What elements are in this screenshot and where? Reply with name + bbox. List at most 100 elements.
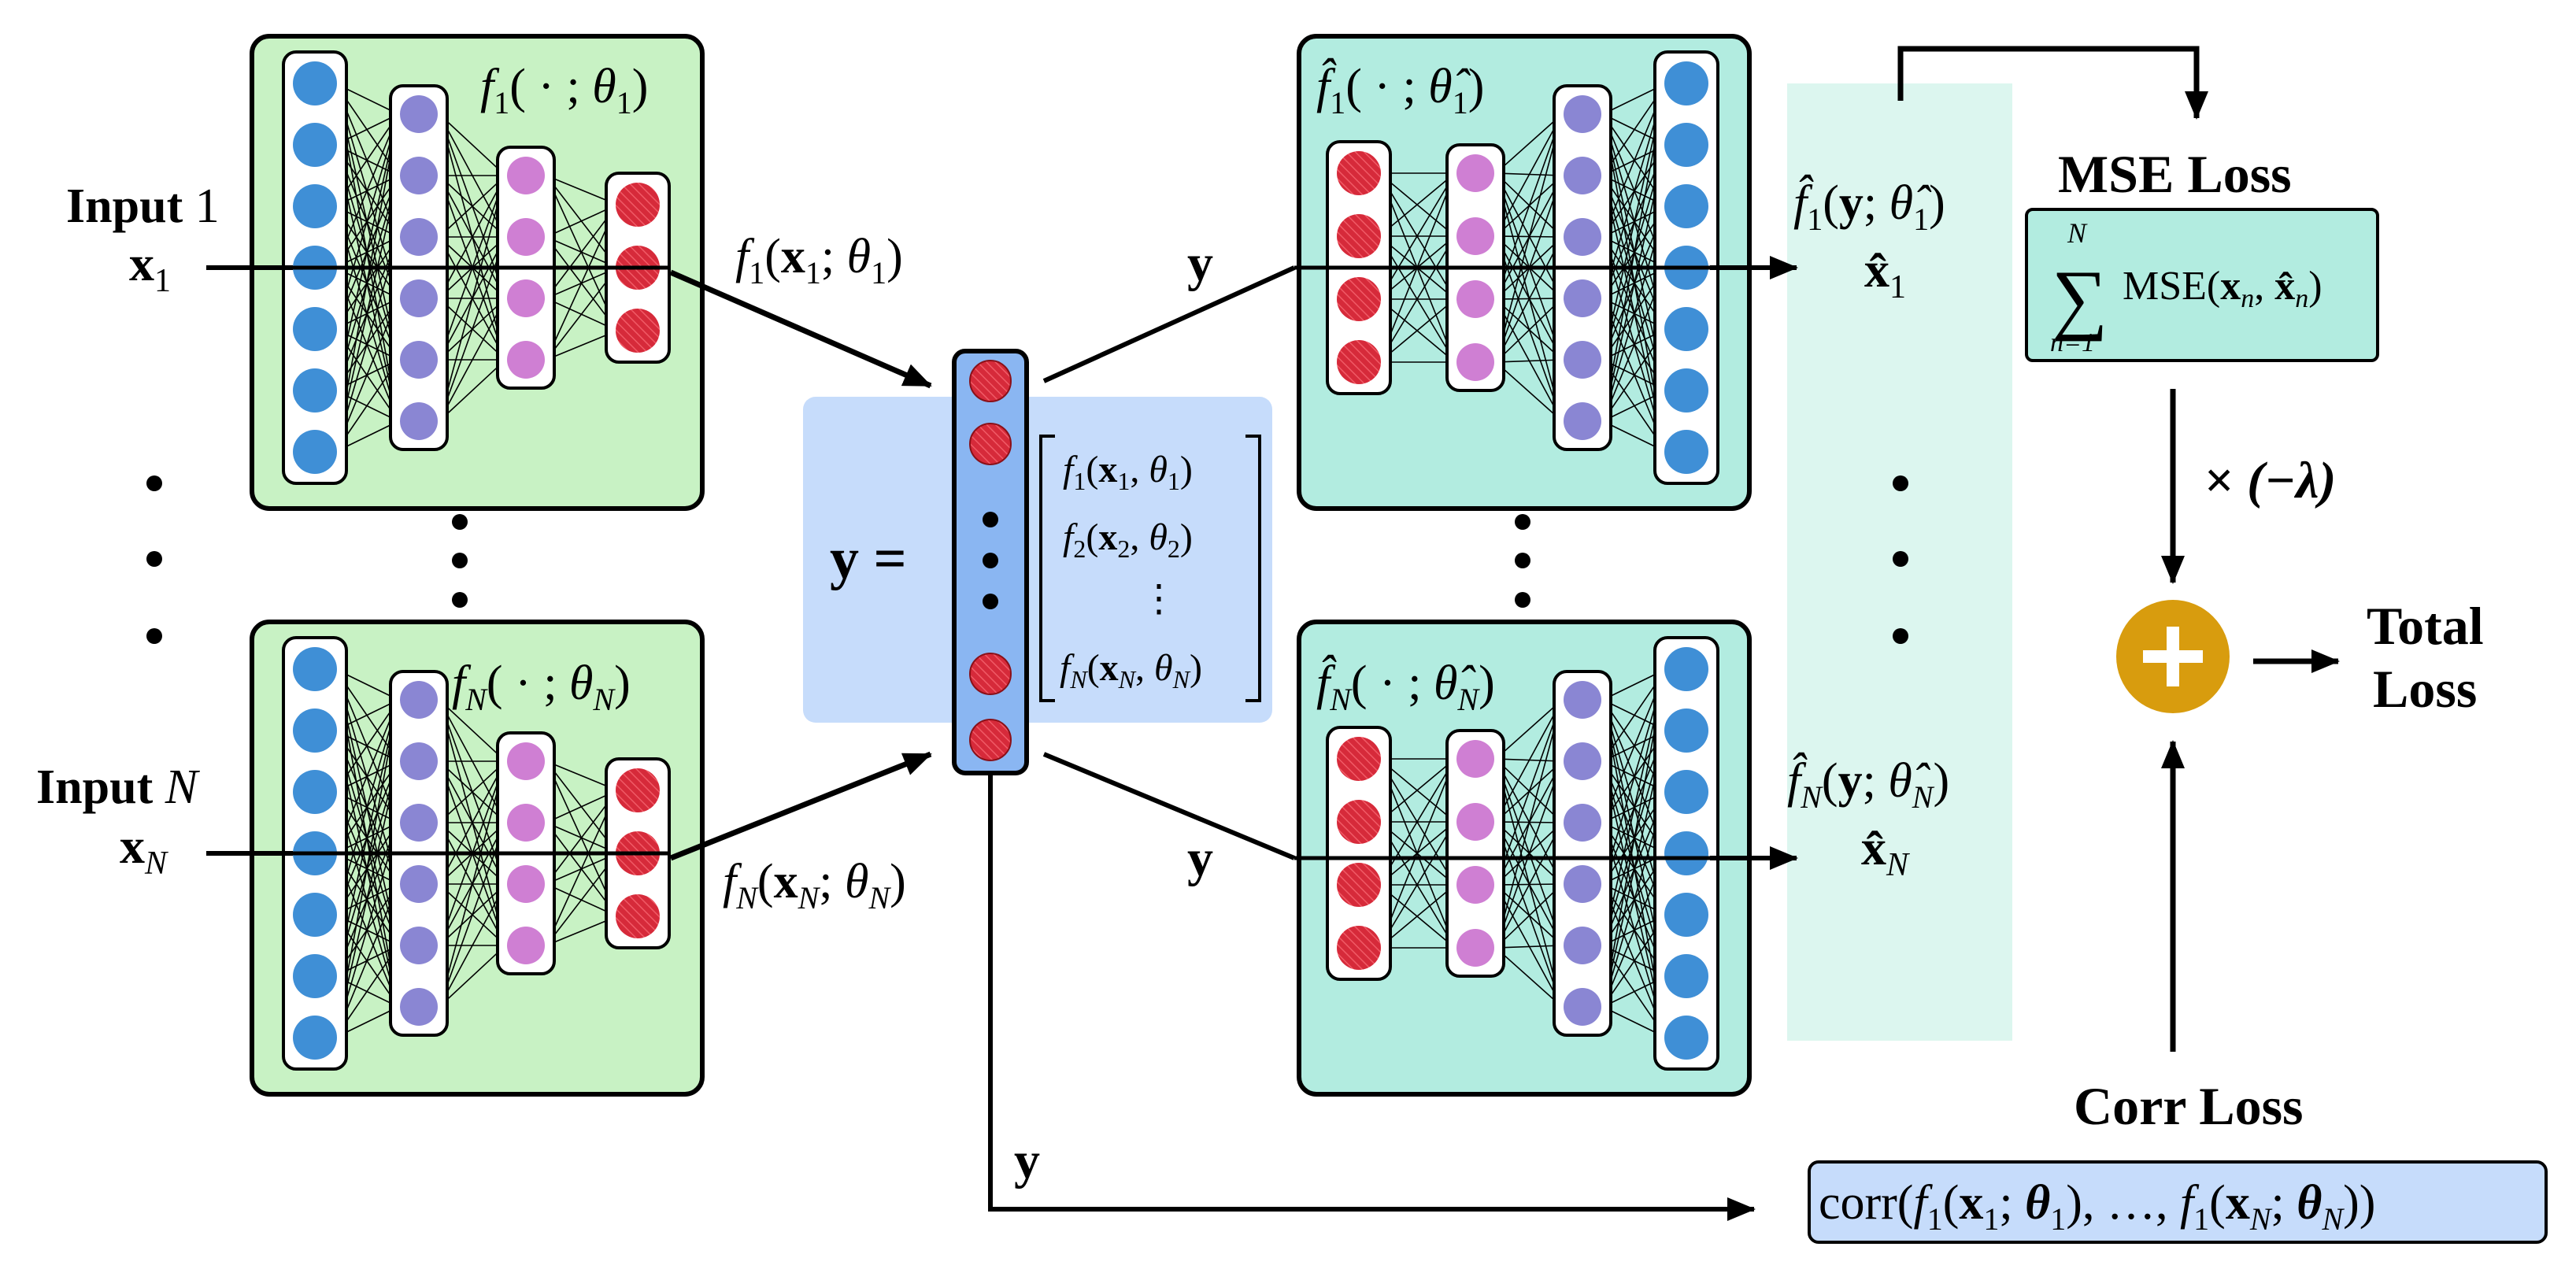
layer-column: [1326, 726, 1392, 981]
neuron-node: [1664, 770, 1708, 814]
neuron-node: [293, 368, 337, 413]
neuron-node: [400, 279, 438, 317]
neuron-node: [293, 1016, 337, 1060]
neuron-node: [1337, 863, 1381, 907]
decoder-1-network: [1326, 50, 1719, 485]
mse-box: [2025, 208, 2379, 362]
neuron-node: [1664, 893, 1708, 937]
corr-title: Corr Loss: [2074, 1076, 2304, 1136]
neuron-node: [400, 927, 438, 964]
neuron-node: [400, 865, 438, 903]
svg-text:y: y: [1187, 830, 1213, 887]
neuron-node: [616, 768, 660, 812]
neuron-node: [1456, 280, 1494, 318]
latent-nodes: [969, 360, 1012, 761]
encoder-n-output-arrow: fN(xN; θN): [669, 751, 932, 916]
decoder-n-network: [1326, 636, 1719, 1071]
neuron-node: [400, 95, 438, 133]
neuron-node: [293, 770, 337, 814]
neuron-node: [293, 430, 337, 474]
reconstruction-panel: f̂1(y; θ̂1) x̂1 f̂N(y; θ̂N) x̂N: [1710, 83, 2012, 1041]
latent-to-decoder-n: y: [1042, 752, 1296, 887]
neuron-node: [507, 279, 545, 317]
mse-title: MSE Loss: [2058, 144, 2292, 204]
neuron-node: [507, 804, 545, 842]
encoder-1-output-label: f1(x1; θ1): [735, 230, 903, 290]
neuron-node: [1664, 708, 1708, 753]
neuron-node: [400, 742, 438, 780]
svg-text:y: y: [1187, 235, 1213, 292]
input-1-var: x1: [129, 235, 171, 299]
encoder-ellipsis: [452, 514, 468, 608]
corr-expr: corr(f1(x1; θ1), …, f1(xN; θN)): [1819, 1176, 2375, 1237]
neuron-node: [616, 309, 660, 353]
encoder-n-label: fN( · ; θN): [452, 657, 631, 717]
svg-text:n=1: n=1: [2050, 328, 2095, 357]
svg-text:∑: ∑: [2052, 254, 2108, 342]
layer-column: [1553, 670, 1612, 1037]
neuron-node: [1564, 341, 1601, 379]
neuron-node: [1664, 954, 1708, 998]
neuron-node: [1664, 430, 1708, 474]
neuron-node: [1337, 214, 1381, 258]
reconstruction-1-fn: f̂1(y; θ̂1): [1793, 175, 1945, 237]
neuron-node: [1564, 95, 1601, 133]
svg-text:y: y: [1014, 1132, 1040, 1189]
neuron-node: [1456, 740, 1494, 778]
neuron-node: [616, 894, 660, 938]
input-ellipsis: [146, 475, 162, 644]
neuron-node: [293, 307, 337, 351]
reconstruction-1-xhat: x̂1: [1864, 242, 1906, 305]
neuron-node: [1337, 926, 1381, 970]
encoder-block-1: f1( · ; θ1): [250, 34, 705, 511]
encoder-n-output-label: fN(xN; θN): [723, 855, 906, 916]
neuron-node: [293, 123, 337, 167]
neuron-node: [1456, 929, 1494, 967]
neuron-node: [1337, 340, 1381, 384]
neuron-node: [507, 742, 545, 780]
neuron-node: [507, 157, 545, 194]
neuron-node: [1337, 737, 1381, 781]
corr-loss: Corr Loss corr(f1(x1; θ1), …, f1(xN; θN)…: [1808, 1076, 2548, 1244]
neuron-node: [1664, 831, 1708, 875]
neuron-node: [293, 708, 337, 753]
neuron-node: [1564, 218, 1601, 256]
sum-node: [2116, 600, 2230, 713]
input-n-var: xN: [120, 818, 168, 882]
neuron-node: [293, 954, 337, 998]
neuron-node: [616, 183, 660, 227]
neuron-node: [293, 647, 337, 691]
neuron-node: [1456, 343, 1494, 381]
neuron-node: [1337, 800, 1381, 844]
input-n: Input N xN: [36, 760, 293, 882]
neuron-node: [507, 865, 545, 903]
neuron-node: [1456, 217, 1494, 255]
neuron-node: [400, 218, 438, 256]
neuron-node: [1564, 927, 1601, 964]
latent-to-corr-path: y: [988, 773, 1756, 1221]
neuron-node: [1337, 277, 1381, 321]
layer-column: [1445, 729, 1505, 978]
neuron-node: [400, 804, 438, 842]
neuron-node: [400, 988, 438, 1026]
encoder-1-label: f1( · ; θ1): [480, 60, 648, 120]
neuron-node: [1664, 368, 1708, 413]
neuron-node: [507, 218, 545, 256]
neuron-node: [1456, 803, 1494, 841]
neuron-node: [400, 402, 438, 440]
neuron-node: [1664, 61, 1708, 105]
latent-row-2: f2(x2, θ2): [1063, 516, 1193, 563]
decoder-ellipsis: [1515, 514, 1530, 608]
neuron-node: [1664, 307, 1708, 351]
mse-feed-arrow: [1897, 46, 2208, 120]
neuron-node: [1564, 279, 1601, 317]
neuron-node: [1564, 865, 1601, 903]
encoder-block-n: fN( · ; θN): [250, 620, 705, 1097]
neuron-node: [1564, 402, 1601, 440]
total-arrow: Total Loss: [2253, 596, 2484, 719]
neuron-node: [400, 681, 438, 719]
neuron-node: [1456, 154, 1494, 192]
neuron-node: [1664, 184, 1708, 228]
neuron-node: [1456, 866, 1494, 904]
decoder-1-label: f̂1( · ; θ̂1): [1316, 58, 1484, 120]
